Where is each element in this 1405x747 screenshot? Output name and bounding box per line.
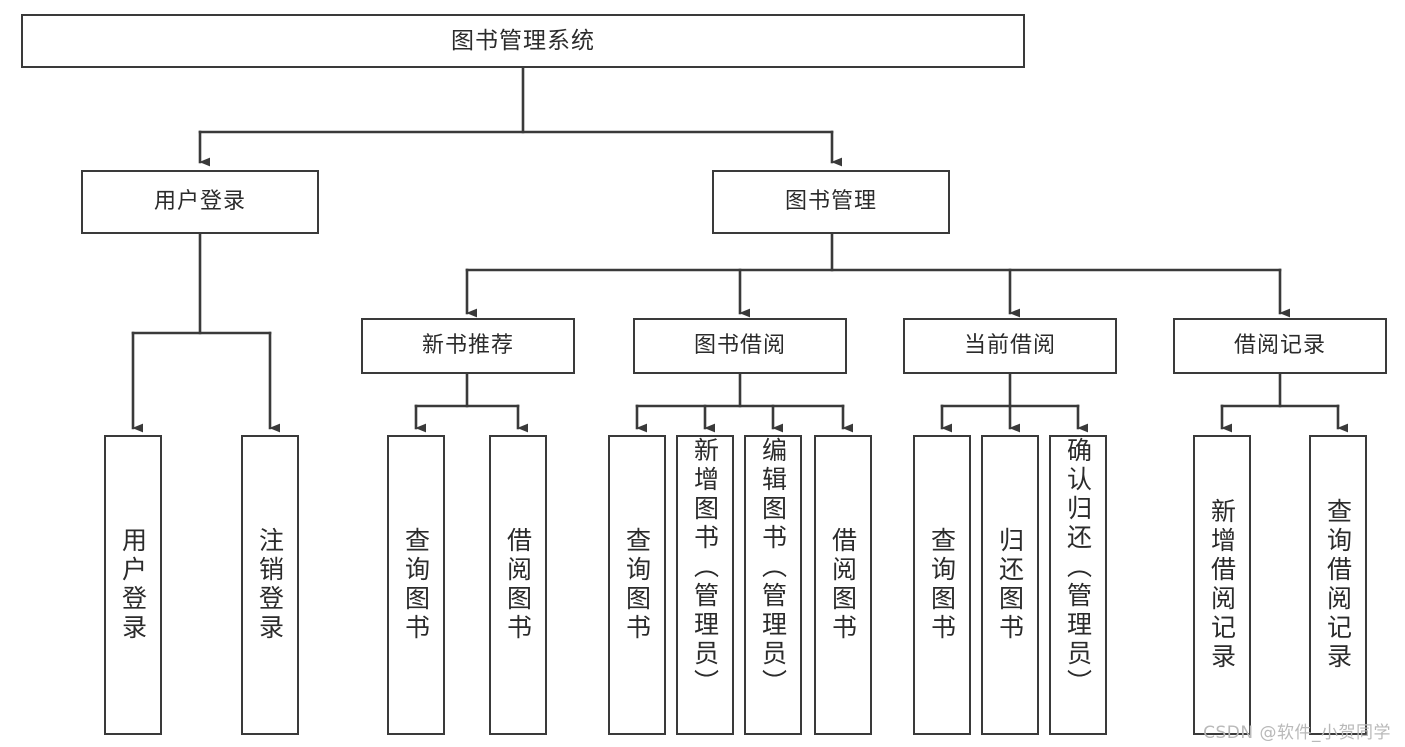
node-label: 用户登录 <box>153 189 246 215</box>
node-book-management[interactable]: 图书管理 <box>712 170 950 234</box>
node-label: 图书借阅 <box>693 333 786 359</box>
leaf-confirm-return-admin[interactable]: 确认归还（管理员） <box>1049 435 1107 735</box>
leaf-borrow-book[interactable]: 借阅图书 <box>814 435 872 735</box>
node-book-borrow[interactable]: 图书借阅 <box>633 318 847 374</box>
leaf-logout[interactable]: 注销登录 <box>241 435 299 735</box>
node-new-book-recommendation[interactable]: 新书推荐 <box>361 318 575 374</box>
leaf-borrow-book-recommendation[interactable]: 借阅图书 <box>489 435 547 735</box>
node-label: 当前借阅 <box>963 333 1056 359</box>
node-label: 查询借阅记录 <box>1323 498 1353 672</box>
leaf-query-borrow-record[interactable]: 查询借阅记录 <box>1309 435 1367 735</box>
node-root-book-management-system[interactable]: 图书管理系统 <box>21 14 1025 68</box>
node-label: 新书推荐 <box>421 333 514 359</box>
leaf-query-book-borrow[interactable]: 查询图书 <box>608 435 666 735</box>
leaf-add-book-admin[interactable]: 新增图书（管理员） <box>676 435 734 735</box>
csdn-watermark: CSDN @软件_小贺同学 <box>1203 723 1391 743</box>
leaf-query-book-recommendation[interactable]: 查询图书 <box>387 435 445 735</box>
node-label: 新增图书（管理员） <box>690 437 720 698</box>
leaf-user-login[interactable]: 用户登录 <box>104 435 162 735</box>
node-label: 借阅图书 <box>828 527 858 643</box>
node-user-login[interactable]: 用户登录 <box>81 170 319 234</box>
node-label: 借阅图书 <box>503 527 533 643</box>
leaf-query-book-current[interactable]: 查询图书 <box>913 435 971 735</box>
leaf-edit-book-admin[interactable]: 编辑图书（管理员） <box>744 435 802 735</box>
node-label: 借阅记录 <box>1233 333 1326 359</box>
node-borrow-records[interactable]: 借阅记录 <box>1173 318 1387 374</box>
node-current-borrow[interactable]: 当前借阅 <box>903 318 1117 374</box>
node-label: 图书管理系统 <box>451 27 595 54</box>
node-label: 归还图书 <box>995 527 1025 643</box>
node-label: 新增借阅记录 <box>1207 498 1237 672</box>
node-label: 查询图书 <box>927 527 957 643</box>
node-label: 查询图书 <box>622 527 652 643</box>
node-label: 注销登录 <box>255 527 285 643</box>
node-label: 图书管理 <box>784 189 877 215</box>
node-label: 确认归还（管理员） <box>1063 437 1093 698</box>
node-label: 查询图书 <box>401 527 431 643</box>
leaf-add-borrow-record[interactable]: 新增借阅记录 <box>1193 435 1251 735</box>
node-label: 用户登录 <box>118 527 148 643</box>
leaf-return-book[interactable]: 归还图书 <box>981 435 1039 735</box>
node-label: 编辑图书（管理员） <box>758 437 788 698</box>
